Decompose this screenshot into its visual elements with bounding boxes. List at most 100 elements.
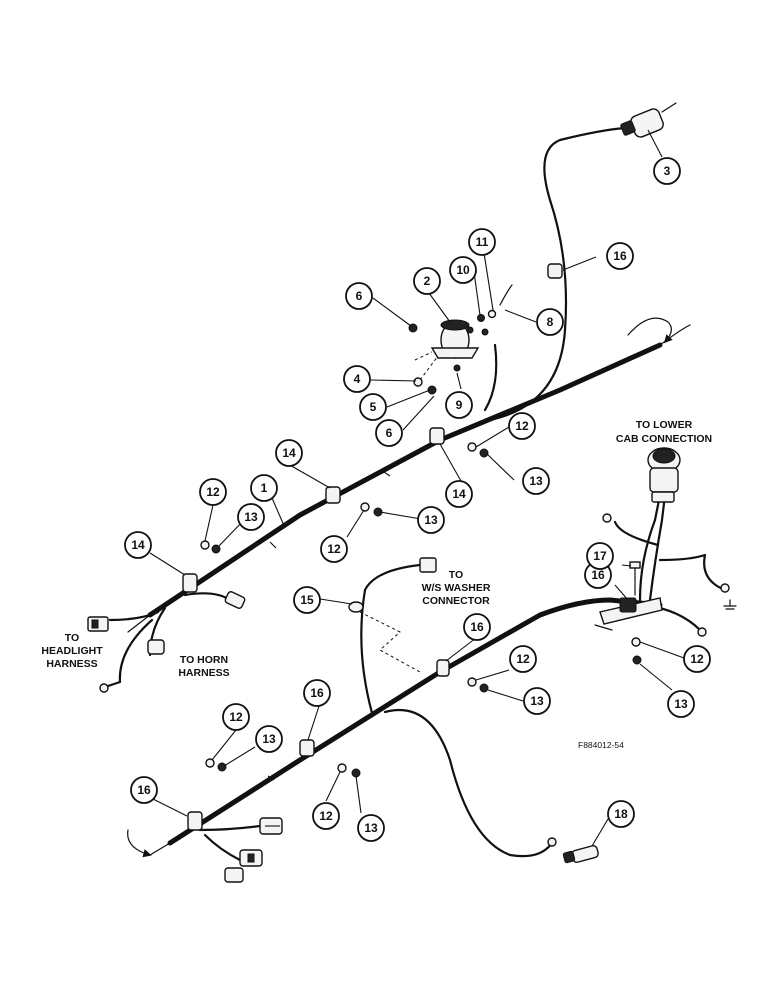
figure-id: F884012-54 — [578, 740, 624, 750]
callout-bubble: 4 — [343, 365, 371, 393]
screw-18-part — [629, 561, 641, 596]
callout-bubble: 14 — [275, 439, 303, 467]
callout-number: 13 — [424, 513, 438, 527]
callout-bubble: 14 — [124, 531, 152, 559]
callout-number: 12 — [327, 542, 341, 556]
label-line: HEADLIGHT — [41, 645, 103, 657]
callout-bubble: 12 — [509, 645, 537, 673]
callout-number: 6 — [386, 426, 393, 440]
break-mark — [267, 471, 391, 781]
callout-bubble: 13 — [417, 506, 445, 534]
callout-bubble: 12 — [508, 412, 536, 440]
callout-number: 12 — [515, 419, 529, 433]
callout-bubble: 13 — [357, 814, 385, 842]
callout-number: 8 — [547, 315, 554, 329]
callout-number: 14 — [282, 446, 296, 460]
washer-nut-part — [200, 442, 642, 778]
callout-bubble: 16 — [303, 679, 331, 707]
clip-part — [182, 263, 563, 831]
callout-bubble: 11 — [468, 228, 496, 256]
callout-bubble: 13 — [522, 467, 550, 495]
horn-label: TO HORN HARNESS — [178, 654, 229, 679]
callout-number: 10 — [456, 263, 470, 277]
callout-number: 3 — [664, 164, 671, 178]
label-line: TO — [65, 632, 79, 644]
continuation-arrow-icon — [127, 829, 152, 858]
lower-cab-label: TO LOWER CAB CONNECTION — [616, 419, 712, 445]
callout-number: 12 — [319, 809, 333, 823]
callout-bubble: 12 — [683, 645, 711, 673]
callout-bubble: 12 — [320, 535, 348, 563]
lead-wire-8 — [499, 284, 513, 306]
label-line: TO LOWER — [636, 419, 693, 431]
label-line: CONNECTOR — [422, 595, 490, 607]
callout-number: 6 — [356, 289, 363, 303]
callout-number: 11 — [476, 235, 489, 249]
label-line: HARNESS — [46, 658, 97, 670]
callout-number: 14 — [131, 538, 145, 552]
callout-number: 17 — [593, 549, 607, 563]
callout-number: 9 — [456, 398, 463, 412]
ws-washer-connector — [419, 557, 437, 573]
diode-15-part — [348, 601, 421, 673]
lower-cab-connector — [647, 447, 681, 503]
callout-bubble: 9 — [445, 391, 473, 419]
callout-number: 13 — [530, 694, 544, 708]
label-line: TO HORN — [180, 654, 228, 666]
callout-number: 18 — [614, 807, 628, 821]
callout-bubble: 8 — [536, 308, 564, 336]
callout-bubble: 2 — [413, 267, 441, 295]
horn-connector — [147, 639, 165, 655]
callout-number: 16 — [470, 620, 484, 634]
bracket-17-part — [594, 597, 663, 631]
callout-bubble: 12 — [222, 703, 250, 731]
lower-harness — [149, 493, 727, 862]
callout-bubble: 13 — [667, 690, 695, 718]
label-line: TO — [449, 569, 463, 581]
callout-number: 13 — [244, 510, 258, 524]
label-line: W/S WASHER — [422, 582, 491, 594]
callout-number: 14 — [452, 487, 466, 501]
callout-number: 13 — [529, 474, 543, 488]
callout-number: 12 — [229, 710, 243, 724]
ring-terminal — [697, 627, 707, 637]
callout-number: 12 — [206, 485, 220, 499]
sender-3-part — [620, 102, 677, 138]
callout-bubble: 17 — [586, 542, 614, 570]
callout-number: 2 — [424, 274, 431, 288]
ground-icon — [723, 599, 737, 610]
callout-number: 13 — [262, 732, 276, 746]
callout-bubble: 12 — [312, 802, 340, 830]
nut-part — [427, 385, 437, 395]
callout-bubble: 16 — [130, 776, 158, 804]
leader-lines — [136, 129, 685, 847]
callout-number: 1 — [261, 481, 268, 495]
callout-bubble: 13 — [523, 687, 551, 715]
ring-terminal — [602, 513, 612, 523]
callouts: 1 2 3 4 5 6 6 8 9 10 11 12 12 12 12 12 1… — [124, 157, 711, 842]
callout-number: 16 — [137, 783, 151, 797]
washer-part — [413, 377, 423, 387]
callout-number: 16 — [613, 249, 627, 263]
callout-bubble: 16 — [463, 613, 491, 641]
callout-number: 5 — [370, 400, 377, 414]
callout-number: 12 — [516, 652, 530, 666]
callout-bubble: 13 — [255, 725, 283, 753]
callout-number: 13 — [674, 697, 688, 711]
ring-terminal — [99, 683, 109, 693]
headlight-label: TO HEADLIGHT HARNESS — [41, 632, 103, 670]
label-line: HARNESS — [178, 667, 229, 679]
relay-2-part — [414, 319, 489, 381]
callout-number: 13 — [364, 821, 378, 835]
callout-bubble: 13 — [237, 503, 265, 531]
callout-number: 16 — [310, 686, 324, 700]
callout-number: 12 — [690, 652, 704, 666]
label-line: CAB CONNECTION — [616, 433, 712, 445]
ring-terminal — [720, 583, 730, 593]
callout-bubble: 5 — [359, 393, 387, 421]
callout-bubble: 18 — [607, 800, 635, 828]
callout-bubble: 12 — [199, 478, 227, 506]
callout-bubble: 3 — [653, 157, 681, 185]
callout-number: 15 — [300, 593, 314, 607]
